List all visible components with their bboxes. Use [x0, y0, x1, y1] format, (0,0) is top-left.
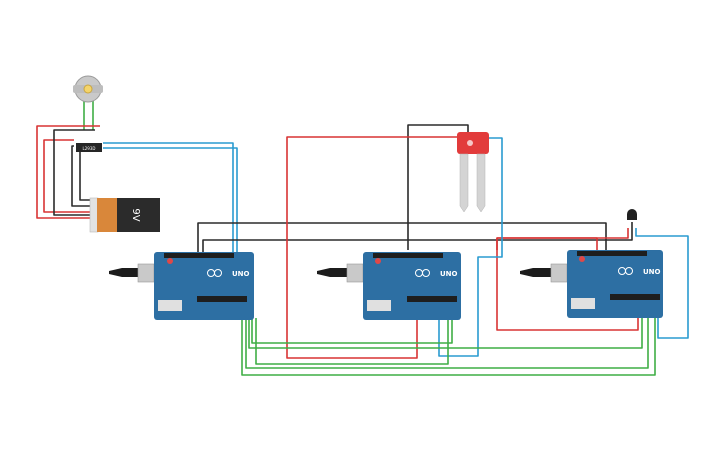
arduino-board-1[interactable]: UNO	[109, 252, 254, 320]
battery-9v[interactable]: 9V	[89, 197, 160, 233]
wire-driver-blue-1[interactable]	[103, 142, 234, 258]
usb-cable-icon	[109, 268, 138, 277]
wire-black-bus-1[interactable]	[197, 222, 607, 252]
board-1-logo: UNO	[232, 270, 250, 278]
wire-green-5[interactable]	[255, 318, 449, 365]
wire-red-board2[interactable]	[286, 136, 476, 359]
wire-driver-red-2[interactable]	[43, 139, 92, 213]
board-2-logo: UNO	[440, 270, 458, 278]
wire-red-board3-b[interactable]	[496, 237, 639, 331]
battery-label: 9V	[130, 208, 141, 221]
wire-driver-black-3[interactable]	[79, 152, 92, 201]
wire-blue-board3[interactable]	[635, 228, 689, 339]
wire-black-sensor[interactable]	[407, 124, 469, 250]
wire-green-3[interactable]	[248, 318, 643, 349]
wire-driver-black-2[interactable]	[71, 145, 92, 207]
wire-green-4[interactable]	[251, 318, 453, 344]
usb-cable-icon	[317, 268, 347, 277]
wire-black-bus-2[interactable]	[202, 222, 633, 252]
wire-blue-sensor[interactable]	[438, 137, 503, 357]
motor-driver-label: L293D	[83, 146, 96, 151]
wire-battery-black[interactable]	[53, 129, 95, 216]
motor-driver-ic[interactable]: L293D	[76, 143, 102, 152]
wire-battery-red[interactable]	[36, 125, 100, 219]
arduino-board-3[interactable]: UNO	[520, 250, 663, 318]
wire-red-board3[interactable]	[496, 228, 629, 250]
wires	[36, 100, 689, 376]
wire-green-2[interactable]	[245, 318, 649, 369]
temperature-sensor[interactable]	[627, 209, 637, 220]
board-3-logo: UNO	[643, 268, 661, 276]
arduino-board-2[interactable]: UNO	[317, 252, 461, 320]
soil-moisture-sensor[interactable]	[457, 132, 489, 213]
usb-cable-icon	[520, 268, 551, 277]
wire-driver-blue-2[interactable]	[103, 147, 238, 258]
motor-shaft-icon	[83, 84, 93, 94]
dc-motor[interactable]	[73, 75, 103, 103]
wire-green-1[interactable]	[241, 318, 656, 376]
